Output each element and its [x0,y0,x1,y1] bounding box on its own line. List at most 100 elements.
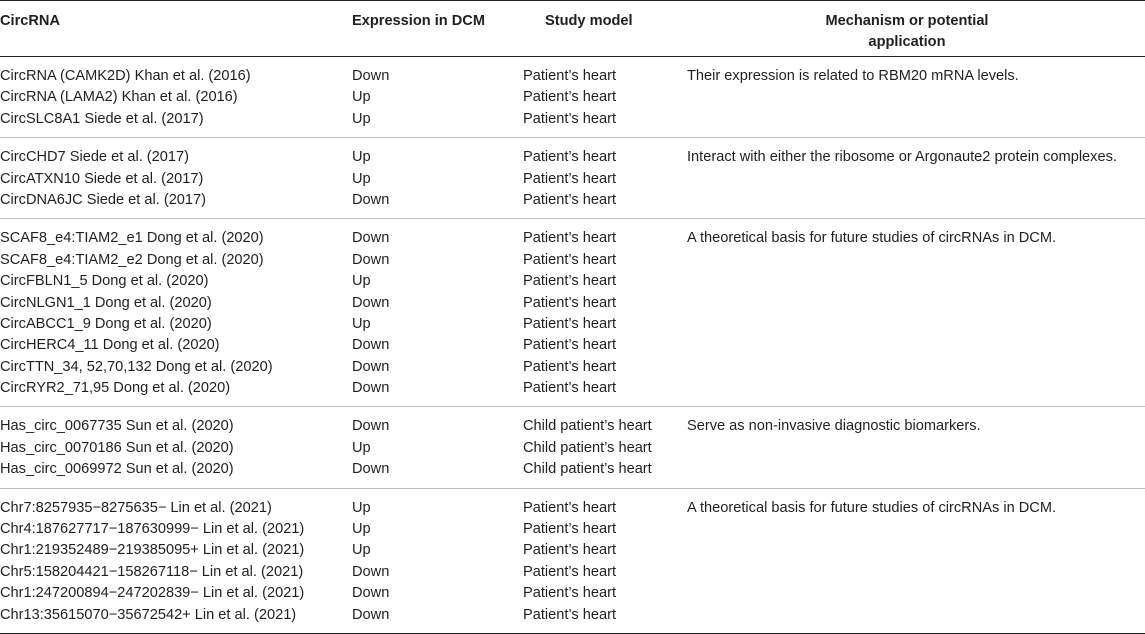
cell-circrna: Chr7:8257935−8275635− Lin et al. (2021) [0,499,272,516]
table-row: CircTTN_34, 52,70,132 Dong et al. (2020)… [0,357,1145,378]
table-row: Chr5:158204421−158267118− Lin et al. (20… [0,562,1145,583]
cell-expression: Up [352,499,371,516]
cell-circrna: Has_circ_0069972 Sun et al. (2020) [0,461,234,478]
cell-expression: Up [352,89,371,106]
cell-circrna: CircSLC8A1 Siede et al. (2017) [0,110,204,127]
cell-study-model: Patient’s heart [523,358,617,375]
cell-circrna: CircNLGN1_1 Dong et al. (2020) [0,294,212,311]
cell-expression: Up [352,110,371,127]
table-row: CircHERC4_11 Dong et al. (2020) Down Patie… [0,335,1145,356]
cell-study-model: Patient’s heart [523,110,617,127]
cell-expression: Up [352,315,371,332]
row-group: Chr7:8257935−8275635− Lin et al. (2021) U… [0,489,1145,634]
cell-circrna: CircFBLN1_5 Dong et al. (2020) [0,273,209,290]
cell-expression: Up [352,273,371,290]
cell-study-model: Patient’s heart [523,563,617,580]
table-row: CircFBLN1_5 Dong et al. (2020) Up Patient’… [0,271,1145,292]
cell-expression: Up [352,439,371,456]
cell-circrna: Chr4:187627717−187630999− Lin et al. (20… [0,521,305,538]
cell-study-model: Patient’s heart [523,251,617,268]
cell-circrna: Has_circ_0067735 Sun et al. (2020) [0,418,234,435]
table-row: Has_circ_0070186 Sun et al. (2020) Up Chil… [0,438,1145,459]
cell-expression: Down [352,230,390,247]
cell-expression: Down [352,251,390,268]
cell-study-model: Patient’s heart [523,230,617,247]
cell-circrna: CircRNA (CAMK2D) Khan et al. (2016) [0,68,251,84]
cell-study-model: Patient’s heart [523,149,617,166]
cell-circrna: Chr1:247200894−247202839− Lin et al. (20… [0,585,305,602]
cell-expression: Down [352,461,390,478]
cell-mechanism: Their expression is related to RBM20 mRN… [687,68,1019,84]
table-row: SCAF8_e4:TIAM2_e2 Dong et al. (2020) Down… [0,250,1145,271]
cell-circrna: SCAF8_e4:TIAM2_e2 Dong et al. (2020) [0,251,264,268]
table-row: Has_circ_0067735 Sun et al. (2020) Down Ch… [0,416,1145,437]
cell-mechanism: A theoretical basis for future studies o… [687,499,1057,516]
cell-circrna: CircRNA (LAMA2) Khan et al. (2016) [0,89,238,106]
cell-expression: Down [352,358,390,375]
table-row: CircRNA (LAMA2) Khan et al. (2016) Up Pati… [0,87,1145,108]
table-header: CircRNA Expression in DCM Study model Me… [0,0,1145,57]
cell-study-model: Patient’s heart [523,294,617,311]
cell-mechanism: Interact with either the ribosome or Arg… [687,149,1117,166]
cell-study-model: Patient’s heart [523,273,617,290]
cell-circrna: Chr1:219352489−219385095+ Lin et al. (20… [0,542,305,559]
cell-circrna: Has_circ_0070186 Sun et al. (2020) [0,439,234,456]
cell-study-model: Patient’s heart [523,521,617,538]
cell-study-model: Patient’s heart [523,606,617,623]
cell-study-model: Patient’s heart [523,542,617,559]
cell-study-model: Child patient’s heart [523,439,652,456]
table-row: CircSLC8A1 Siede et al. (2017) Up Patient’… [0,109,1145,130]
cell-circrna: CircHERC4_11 Dong et al. (2020) [0,337,220,354]
cell-study-model: Patient’s heart [523,380,617,397]
cell-expression: Up [352,149,371,166]
cell-circrna: CircTTN_34, 52,70,132 Dong et al. (2020) [0,358,273,375]
header-expression: Expression in DCM [352,13,485,29]
cell-expression: Up [352,170,371,187]
table-row: Chr7:8257935−8275635− Lin et al. (2021) U… [0,498,1145,519]
cell-study-model: Patient’s heart [523,337,617,354]
cell-circrna: CircCHD7 Siede et al. (2017) [0,149,189,166]
cell-study-model: Patient’s heart [523,499,617,516]
cell-expression: Down [352,606,390,623]
table-row: Chr13:35615070−35672542+ Lin et al. (202… [0,605,1145,626]
cell-study-model: Patient’s heart [523,68,617,84]
cell-expression: Down [352,563,390,580]
header-mechanism: Mechanism or potential application [797,11,1017,53]
table-row: SCAF8_e4:TIAM2_e1 Dong et al. (2020) Down… [0,228,1145,249]
cell-expression: Down [352,380,390,397]
cell-mechanism: A theoretical basis for future studies o… [687,230,1057,247]
table-row: Chr1:219352489−219385095+ Lin et al. (20… [0,540,1145,561]
cell-expression: Down [352,191,390,208]
cell-circrna: CircRYR2_71,95 Dong et al. (2020) [0,380,231,397]
cell-mechanism: Serve as non-invasive diagnostic biomark… [687,418,981,435]
cell-expression: Down [352,418,390,435]
table-row: Chr1:247200894−247202839− Lin et al. (20… [0,583,1145,604]
cell-circrna: SCAF8_e4:TIAM2_e1 Dong et al. (2020) [0,230,264,247]
cell-study-model: Patient’s heart [523,315,617,332]
cell-circrna: Chr13:35615070−35672542+ Lin et al. (202… [0,606,297,623]
header-circrna: CircRNA [0,13,61,29]
cell-study-model: Patient’s heart [523,170,617,187]
table-row: Has_circ_0069972 Sun et al. (2020) Down Ch… [0,459,1145,480]
cell-expression: Down [352,337,390,354]
cell-study-model: Patient’s heart [523,89,617,106]
cell-expression: Down [352,585,390,602]
row-group: SCAF8_e4:TIAM2_e1 Dong et al. (2020) Down… [0,219,1145,408]
cell-expression: Up [352,521,371,538]
header-mechanism-line2: application [868,34,946,50]
header-study-model: Study model [545,13,633,29]
cell-expression: Up [352,542,371,559]
table-row: Chr4:187627717−187630999− Lin et al. (20… [0,519,1145,540]
cell-study-model: Child patient’s heart [523,461,652,478]
cell-circrna: CircDNA6JC Siede et al. (2017) [0,191,207,208]
cell-study-model: Child patient’s heart [523,418,652,435]
